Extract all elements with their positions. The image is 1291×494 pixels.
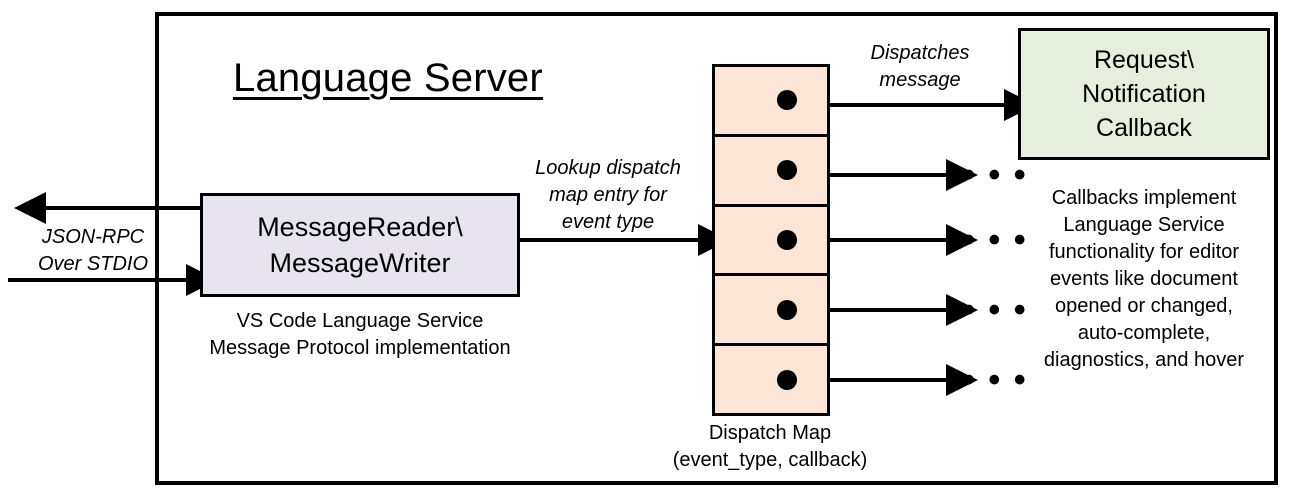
lookup-label-line3: event type [561, 211, 655, 233]
callback-caption-line4: events like document [1050, 268, 1238, 290]
callback-caption: Callbacks implement Language Service fun… [1010, 185, 1278, 374]
dispatch-map-caption: Dispatch Map (event_type, callback) [650, 420, 890, 474]
dispatch-map-caption-line1: Dispatch Map [708, 422, 832, 444]
dispatch-map-cell[interactable] [715, 276, 827, 347]
callback-caption-line2: Language Service [1063, 214, 1225, 236]
message-reader-writer-box[interactable]: MessageReader\ MessageWriter [200, 193, 520, 297]
callback-caption-line6: auto-complete, [1077, 322, 1211, 344]
callback-dot-icon [777, 90, 797, 111]
message-io-caption-line2: Message Protocol implementation [209, 337, 511, 359]
message-reader-writer-label: MessageReader\ MessageWriter [257, 209, 463, 281]
dispatch-map-table[interactable] [712, 64, 830, 416]
dispatches-message-label: Dispatches message [835, 40, 1005, 94]
language-server-boundary [155, 12, 1278, 485]
message-io-line2: MessageWriter [269, 248, 451, 278]
dispatch-label-line1: Dispatches [870, 42, 970, 64]
callback-dot-icon [777, 229, 797, 250]
callback-box-line3: Callback [1096, 114, 1192, 142]
callback-box-line2: Notification [1082, 80, 1206, 108]
dispatch-map-caption-line2: (event_type, callback) [672, 449, 868, 471]
dispatch-map-cell[interactable] [715, 67, 827, 137]
request-notification-callback-box[interactable]: Request\ Notification Callback [1018, 28, 1270, 160]
message-io-caption-line1: VS Code Language Service [236, 310, 484, 332]
dispatch-map-cell[interactable] [715, 207, 827, 277]
callback-caption-line3: functionality for editor [1048, 241, 1240, 263]
callback-dot-icon [777, 160, 797, 181]
transport-label: JSON-RPC Over STDIO [18, 224, 168, 278]
transport-label-line1: JSON-RPC [41, 226, 145, 248]
lookup-label-line1: Lookup dispatch [535, 157, 681, 179]
dispatch-map-cell[interactable] [715, 346, 827, 413]
dispatch-label-line2: message [879, 69, 961, 91]
transport-label-line2: Over STDIO [37, 253, 148, 275]
callback-dot-icon [777, 299, 797, 320]
dispatch-map-cell[interactable] [715, 137, 827, 207]
ellipsis-row-2: • • • [963, 156, 1028, 194]
page-title: Language Server [233, 56, 543, 100]
callback-box-line1: Request\ [1093, 46, 1195, 74]
callback-caption-line1: Callbacks implement [1051, 187, 1237, 209]
callback-caption-line5: opened or changed, [1055, 295, 1233, 317]
callback-dot-icon [777, 369, 797, 390]
callback-caption-line7: diagnostics, and hover [1043, 349, 1245, 371]
message-reader-writer-caption: VS Code Language Service Message Protoco… [180, 308, 540, 362]
message-io-line1: MessageReader\ [257, 212, 463, 242]
callback-box-label: Request\ Notification Callback [1082, 43, 1206, 145]
lookup-label-line2: map entry for [549, 184, 667, 206]
lookup-dispatch-label: Lookup dispatch map entry for event type [518, 155, 698, 236]
